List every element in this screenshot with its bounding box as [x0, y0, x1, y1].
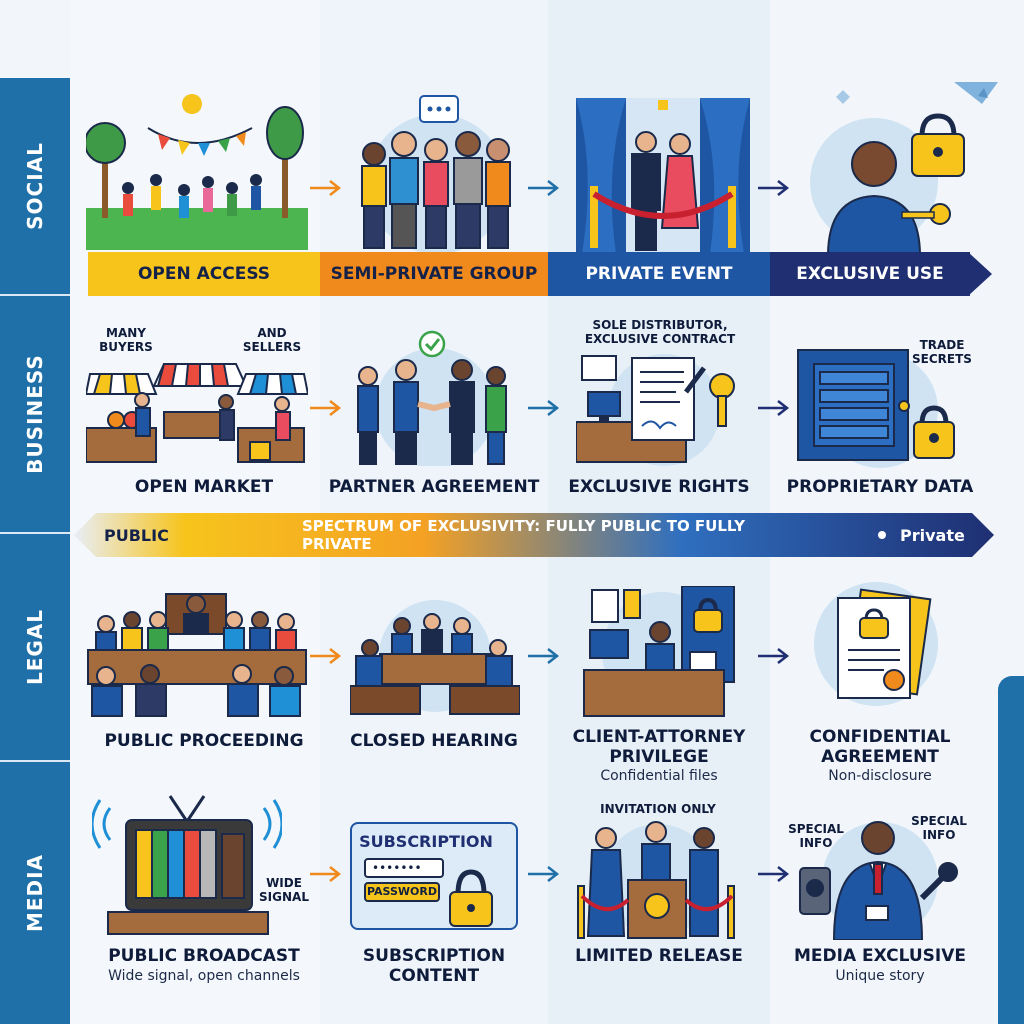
- row-label-social: SOCIAL: [0, 78, 70, 296]
- sub-unique-story: Unique story: [835, 968, 925, 984]
- password-dots-field: •••••••: [364, 858, 444, 878]
- arrow-right-icon: [758, 648, 790, 664]
- label-subscription: SUBSCRIPTION: [359, 832, 493, 851]
- row-label-media: MEDIA: [23, 853, 47, 933]
- arrow-right-icon: [310, 648, 342, 664]
- arrow-right-icon: [528, 400, 560, 416]
- contract-desk-key-icon: [576, 354, 735, 466]
- arrow-right-icon: [528, 180, 560, 196]
- attorney-office-lock-icon: [583, 586, 735, 717]
- sparkle-icon: [836, 90, 850, 104]
- arrow-right-icon: [310, 866, 342, 882]
- caption-open-market: OPEN MARKET: [134, 477, 274, 497]
- arrow-right-icon: [528, 648, 560, 664]
- arrow-right-icon: [758, 180, 790, 196]
- arrow-right-icon: [310, 180, 342, 196]
- step-private-event: PRIVATE EVENT: [548, 252, 770, 296]
- caption-public-broadcast: PUBLIC BROADCAST: [108, 946, 300, 966]
- step-exclusive-use: EXCLUSIVE USE: [770, 252, 970, 296]
- closed-hearing-icon: [350, 600, 520, 715]
- group-people-icon: [361, 95, 511, 252]
- step-semi-private-group: SEMI-PRIVATE GROUP: [320, 252, 548, 296]
- park-crowd-icon: [86, 94, 308, 250]
- arrow-right-icon: [528, 866, 560, 882]
- caption-exclusive-rights: EXCLUSIVE RIGHTS: [568, 477, 750, 497]
- row-label-sidebar: SOCIAL BUSINESS LEGAL MEDIA: [0, 0, 70, 1024]
- padlock-icon: [449, 869, 493, 927]
- sub-wide-signal-open-channels: Wide signal, open channels: [108, 968, 300, 984]
- public-courtroom-icon: [87, 593, 307, 717]
- annotation-invitation-only: INVITATION ONLY: [600, 802, 716, 816]
- sidebar-top-spacer: [0, 0, 70, 78]
- caption-limited-release: LIMITED RELEASE: [575, 946, 743, 966]
- step-open-access: OPEN ACCESS: [88, 252, 320, 296]
- row-label-business: BUSINESS: [0, 296, 70, 534]
- confidential-document-lock-icon: [814, 582, 938, 706]
- paper-plane-icon: [954, 82, 998, 104]
- password-label: PASSWORD: [364, 882, 440, 902]
- television-broadcast-icon: [92, 795, 282, 935]
- press-podium-icon: [577, 821, 735, 939]
- arrow-right-icon: [758, 866, 790, 882]
- edge-accent: [998, 676, 1024, 1024]
- exclusive-user-lock-icon: [810, 113, 965, 256]
- caption-closed-hearing: CLOSED HEARING: [350, 731, 518, 751]
- band-arrow-tip: [968, 252, 992, 296]
- sub-non-disclosure: Non-disclosure: [828, 768, 932, 784]
- caption-proprietary-data: PROPRIETARY DATA: [786, 477, 974, 497]
- private-event-curtain-icon: [576, 98, 750, 254]
- caption-media-exclusive: MEDIA EXCLUSIVE: [793, 946, 966, 966]
- row-label-legal: LEGAL: [0, 534, 70, 762]
- server-vault-lock-icon: [797, 349, 955, 468]
- caption-partner-agreement: PARTNER AGREEMENT: [328, 477, 540, 497]
- spectrum-bar: [74, 513, 994, 557]
- arrow-right-icon: [310, 400, 342, 416]
- sub-confidential-files: Confidential files: [600, 768, 718, 784]
- caption-public-proceeding: PUBLIC PROCEEDING: [104, 731, 304, 751]
- handshake-partners-icon: [357, 330, 507, 466]
- arrow-right-icon: [758, 400, 790, 416]
- market-stalls-icon: [86, 363, 308, 463]
- reporter-microphone-icon: [799, 821, 958, 940]
- annotation-sole-distributor: SOLE DISTRIBUTOR,EXCLUSIVE CONTRACT: [584, 318, 736, 346]
